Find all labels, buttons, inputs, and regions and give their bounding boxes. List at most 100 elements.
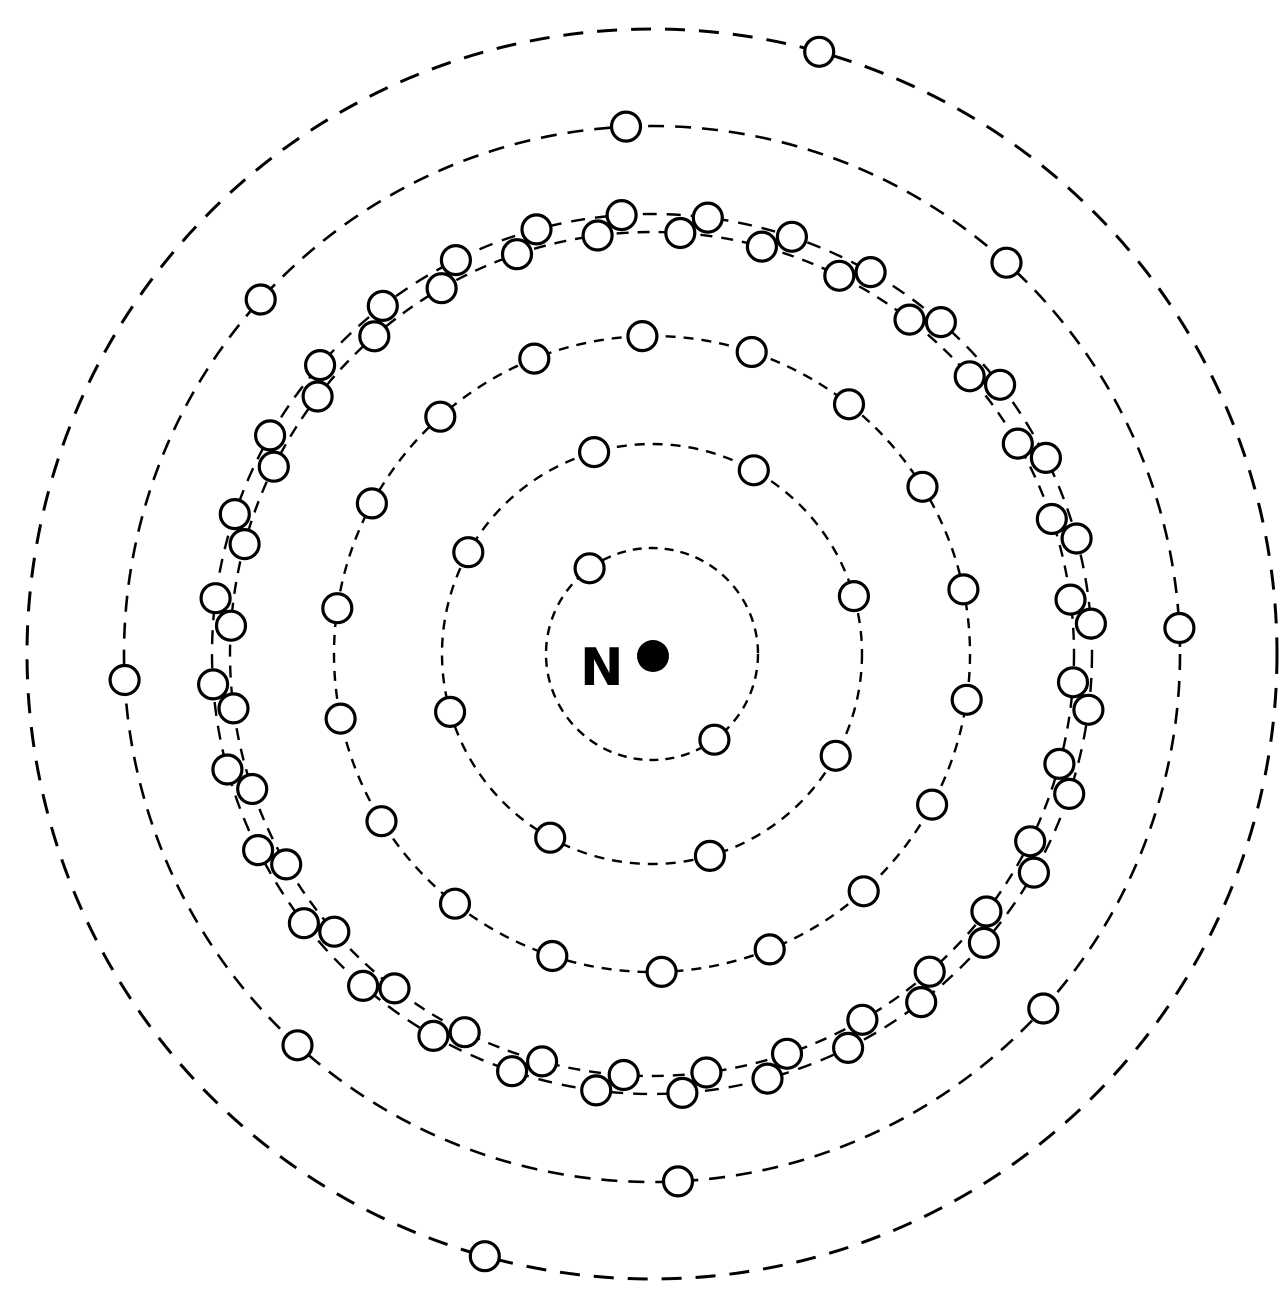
- electron-shell-6-8: [246, 285, 275, 314]
- electron-shell-4-22: [320, 917, 349, 946]
- electron-shell-5-4: [856, 258, 885, 287]
- electron-shell-4-3: [747, 232, 776, 261]
- electron-shell-3-2: [628, 322, 657, 351]
- electron-shell-4-12: [1016, 827, 1045, 856]
- electron-shell-3-14: [367, 807, 396, 836]
- electron-shell-3-12: [538, 942, 567, 971]
- electron-shell-2-8: [454, 538, 483, 567]
- electron-shell-2-5: [695, 841, 724, 870]
- electron-shell-4-18: [609, 1061, 638, 1090]
- electron-shell-3-1: [520, 344, 549, 373]
- nucleus-dot: [637, 640, 669, 672]
- electron-shell-5-10: [1074, 695, 1103, 724]
- nucleus: N: [580, 638, 669, 698]
- electron-shell-4-20: [450, 1018, 479, 1047]
- electron-shell-4-26: [217, 611, 246, 640]
- electron-shell-5-16: [753, 1064, 782, 1093]
- electron-shell-2-4: [821, 741, 850, 770]
- electron-shell-4-27: [230, 530, 259, 559]
- electron-shell-3-5: [908, 472, 937, 501]
- electron-shell-5-23: [244, 836, 273, 865]
- electron-shell-4-29: [303, 382, 332, 411]
- electron-shell-3-6: [949, 575, 978, 604]
- electron-shell-2-6: [536, 823, 565, 852]
- electron-shell-3-9: [849, 877, 878, 906]
- electron-shell-3-16: [323, 594, 352, 623]
- electron-shell-4-25: [219, 694, 248, 723]
- electron-shell-4-28: [259, 452, 288, 481]
- electron-shell-5-2: [693, 203, 722, 232]
- electron-shell-2-2: [739, 456, 768, 485]
- electron-shell-5-32: [522, 215, 551, 244]
- electron-shell-5-6: [986, 370, 1015, 399]
- electron-shell-4-23: [272, 850, 301, 879]
- electron-shell-4-14: [915, 957, 944, 986]
- electron-shell-4-30: [360, 322, 389, 351]
- electron-shell-5-17: [668, 1078, 697, 1107]
- electron-shell-6-4: [1029, 994, 1058, 1023]
- element-symbol-label: N: [580, 638, 624, 698]
- electron-shell-4-5: [895, 305, 924, 334]
- electron-shell-5-21: [349, 971, 378, 1000]
- electron-shell-3-4: [835, 390, 864, 419]
- electron-shell-5-5: [926, 308, 955, 337]
- electron-shell-4-10: [1059, 668, 1088, 697]
- electron-shell-3-8: [918, 790, 947, 819]
- electron-shell-5-22: [289, 909, 318, 938]
- electron-shell-4-17: [692, 1058, 721, 1087]
- electron-shell-4-13: [972, 897, 1001, 926]
- electron-shell-5-25: [199, 670, 228, 699]
- electron-shell-5-30: [368, 291, 397, 320]
- electron-shell-5-20: [419, 1021, 448, 1050]
- electron-shell-5-18: [582, 1076, 611, 1105]
- electron-shell-5-1: [607, 201, 636, 230]
- electron-shell-6-6: [283, 1031, 312, 1060]
- electron-shell-6-2: [992, 248, 1021, 277]
- electron-shell-4-21: [380, 974, 409, 1003]
- electron-shell-4-16: [773, 1039, 802, 1068]
- electron-shell-5-27: [220, 500, 249, 529]
- electron-shell-4-8: [1037, 505, 1066, 534]
- electron-shell-5-31: [441, 246, 470, 275]
- electron-shell-5-12: [1019, 858, 1048, 887]
- electron-shell-5-24: [213, 755, 242, 784]
- electron-shell-3-11: [647, 957, 676, 986]
- electron-shell-4-31: [427, 274, 456, 303]
- electron-shell-5-14: [907, 988, 936, 1017]
- electron-shell-3-13: [441, 889, 470, 918]
- electron-shell-5-7: [1031, 443, 1060, 472]
- electron-shell-5-15: [834, 1033, 863, 1062]
- electron-shell-7-1: [805, 37, 834, 66]
- electron-shell-5-13: [969, 928, 998, 957]
- electron-shell-3-7: [952, 685, 981, 714]
- electron-shell-1-1: [575, 554, 604, 583]
- electron-shell-6-5: [664, 1167, 693, 1196]
- electron-shell-2-1: [580, 438, 609, 467]
- electron-shell-4-9: [1056, 585, 1085, 614]
- electron-shell-5-11: [1055, 779, 1084, 808]
- electron-shell-2-7: [436, 697, 465, 726]
- electron-shell-5-19: [498, 1057, 527, 1086]
- electron-shell-3-3: [737, 338, 766, 367]
- electron-shell-4-6: [955, 362, 984, 391]
- electron-shell-3-15: [326, 704, 355, 733]
- electron-shell-2-3: [839, 582, 868, 611]
- electron-shell-4-11: [1045, 749, 1074, 778]
- electron-shell-5-28: [256, 421, 285, 450]
- electron-shell-5-3: [777, 222, 806, 251]
- electron-shell-6-7: [110, 666, 139, 695]
- electron-shell-7-2: [470, 1242, 499, 1271]
- electron-shell-5-26: [201, 584, 230, 613]
- electron-shell-4-7: [1003, 429, 1032, 458]
- electron-shell-6-3: [1165, 614, 1194, 643]
- electron-shell-3-17: [357, 489, 386, 518]
- electron-shell-5-8: [1062, 524, 1091, 553]
- electron-shell-4-32: [503, 240, 532, 269]
- electron-shell-4-4: [825, 261, 854, 290]
- electron-shell-3-18: [426, 402, 455, 431]
- electron-shell-4-2: [666, 219, 695, 248]
- electron-shell-6-1: [612, 112, 641, 141]
- electron-shell-4-1: [583, 221, 612, 250]
- electron-shell-5-29: [306, 351, 335, 380]
